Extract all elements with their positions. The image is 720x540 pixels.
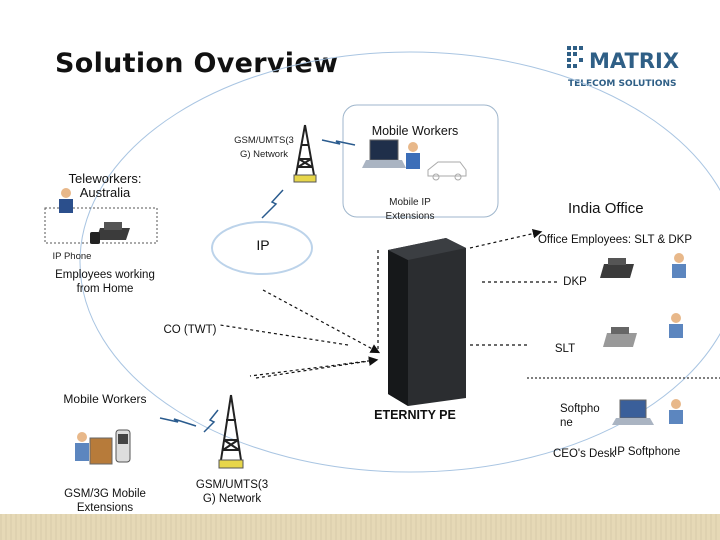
teleworkers-label: Teleworkers: Australia [55,172,155,200]
gsm-bottom-line2: G) Network [202,493,262,505]
car-icon [427,161,467,181]
eternity-pe-label: ETERNITY PE [374,408,456,422]
gsm-bottom-line1: GSM/UMTS(3 [195,479,269,491]
softphone-line1: Softpho [560,403,600,415]
ip-cloud-label: IP [256,237,270,253]
ip-softphone-label: IP Softphone [614,446,681,458]
teleworkers-line1: Teleworkers: [68,171,142,186]
ceo-desk-label: CEO's Desk [553,448,616,460]
teleworkers-line2: Australia [79,185,131,200]
link-line [255,356,379,379]
employees-home-line2: from Home [76,283,134,295]
gsm-top-label-line1: GSM/UMTS(3 [234,135,294,146]
tower-icon [293,124,317,183]
office-employees-label: Office Employees: SLT & DKP [537,234,693,246]
gsm-top-label-line2: G) Network [239,149,289,160]
ip-phone-icon [600,258,634,278]
laptop-icon [612,399,654,425]
co-twt-label: CO (TWT) [163,324,217,336]
link-line [262,289,381,354]
laptop-icon [89,437,113,465]
matrix-logo-graphic: MATRIX TELECOM SOLUTIONS [567,46,679,89]
person-icon [59,188,73,213]
employees-home-label: Employees working from Home [45,268,165,296]
cloud-icon [211,221,313,275]
link-line [249,359,377,377]
person-icon [669,313,683,338]
pbx-device-icon [382,238,468,406]
tower-icon [218,394,244,469]
matrix-logo: MATRIX TELECOM SOLUTIONS [565,44,680,94]
slt-label: SLT [554,343,576,355]
link-line [219,324,349,346]
mobile-ip-extensions-label: Mobile IP Extensions [370,196,450,224]
mobile-workers-top-box [342,104,499,218]
mobile-ip-ext-line1: Mobile IP [389,197,431,208]
gsm-3g-ext-line1: GSM/3G Mobile [64,488,146,500]
softphone-line2: ne [560,417,573,429]
mobile-phone-icon [115,429,131,463]
footer-band [0,514,720,540]
person-icon [75,432,89,461]
gsm-3g-ext-label: GSM/3G Mobile Extensions [50,487,160,515]
employees-home-line1: Employees working [55,269,155,281]
dkp-label: DKP [563,276,587,288]
ip-phone-label: IP Phone [52,251,92,262]
mobile-ip-ext-line2: Extensions [385,211,435,222]
india-office-label: India Office [568,200,644,217]
softphone-label: Softpho ne [560,402,604,430]
gsm-3g-ext-line2: Extensions [76,502,134,514]
lightning-link-icon [159,417,197,427]
ip-phone-icon [90,222,130,244]
gsm-top-label: GSM/UMTS(3 G) Network [228,134,300,162]
network-boundary-ellipse [79,51,720,473]
mobile-workers-bottom-label: Mobile Workers [63,392,147,406]
logo-brand: MATRIX [589,49,679,73]
lightning-link-icon [321,139,356,146]
page-title: Solution Overview [55,48,339,79]
logo-tagline: TELECOM SOLUTIONS [568,79,677,89]
gsm-bottom-label: GSM/UMTS(3 G) Network [190,478,274,506]
teleworkers-box [44,207,158,244]
lightning-link-icon [261,189,284,219]
ip-phone-icon [603,327,637,347]
mobile-workers-top-label: Mobile Workers [371,124,459,138]
person-icon [406,142,420,169]
lightning-link-icon [203,409,219,433]
laptop-icon [362,139,406,168]
person-icon [669,399,683,424]
person-icon [672,253,686,278]
